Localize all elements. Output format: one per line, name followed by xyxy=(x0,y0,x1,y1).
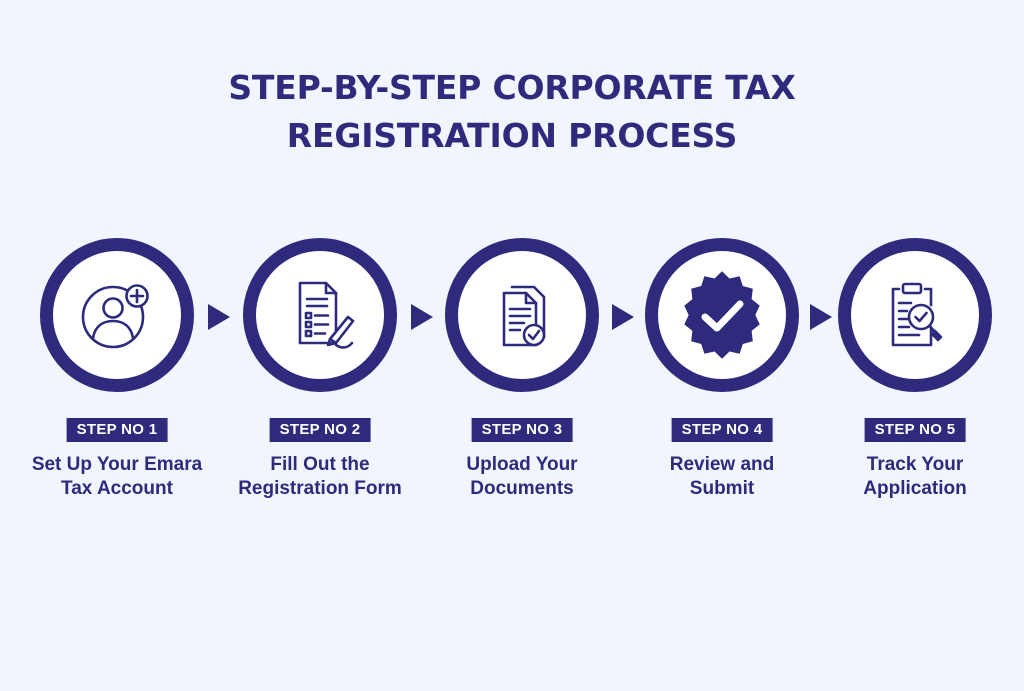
step-1-label: Set Up Your Emara Tax Account xyxy=(0,453,237,501)
step-4-label-line-2: Submit xyxy=(689,478,755,499)
verified-badge-icon xyxy=(684,271,760,359)
document-check-icon xyxy=(502,285,546,347)
user-add-icon xyxy=(81,284,149,349)
step-2-label-line-2: Registration Form xyxy=(238,478,402,499)
step-1-circle xyxy=(40,238,194,392)
step-5-label-line-2: Application xyxy=(863,478,967,499)
step-5-label-line-1: Track Your xyxy=(866,454,964,475)
step-1-badge: STEP NO 1 xyxy=(66,418,168,442)
title-line-1: STEP-BY-STEP CORPORATE TAX xyxy=(228,68,796,107)
step-4-label-line-1: Review and xyxy=(669,454,775,475)
step-2-circle xyxy=(243,238,397,392)
clipboard-search-icon xyxy=(891,282,943,347)
step-1-label-line-1: Set Up Your Emara xyxy=(31,454,203,475)
step-3-circle xyxy=(445,238,599,392)
step-3-badge: STEP NO 3 xyxy=(471,418,573,442)
step-2-badge: STEP NO 2 xyxy=(269,418,371,442)
step-4-label: Review and Submit xyxy=(602,453,842,501)
step-2-label: Fill Out the Registration Form xyxy=(200,453,440,501)
title-line-2: REGISTRATION PROCESS xyxy=(286,116,738,155)
step-3-label: Upload Your Documents xyxy=(402,453,642,501)
step-5-label: Track Your Application xyxy=(795,453,1024,501)
page-title: STEP-BY-STEP CORPORATE TAX REGISTRATION … xyxy=(0,64,1024,160)
step-5-circle xyxy=(838,238,992,392)
step-3-label-line-1: Upload Your xyxy=(466,454,578,475)
step-2-label-line-1: Fill Out the xyxy=(270,454,370,475)
arrow-2-to-3 xyxy=(411,304,433,330)
step-5-badge: STEP NO 5 xyxy=(864,418,966,442)
step-3-label-line-2: Documents xyxy=(470,478,574,499)
form-pen-icon xyxy=(298,281,355,349)
step-4-badge: STEP NO 4 xyxy=(671,418,773,442)
step-1-label-line-2: Tax Account xyxy=(61,478,173,499)
arrow-4-to-5 xyxy=(810,304,832,330)
arrow-3-to-4 xyxy=(612,304,634,330)
arrow-1-to-2 xyxy=(208,304,230,330)
step-4-circle xyxy=(645,238,799,392)
